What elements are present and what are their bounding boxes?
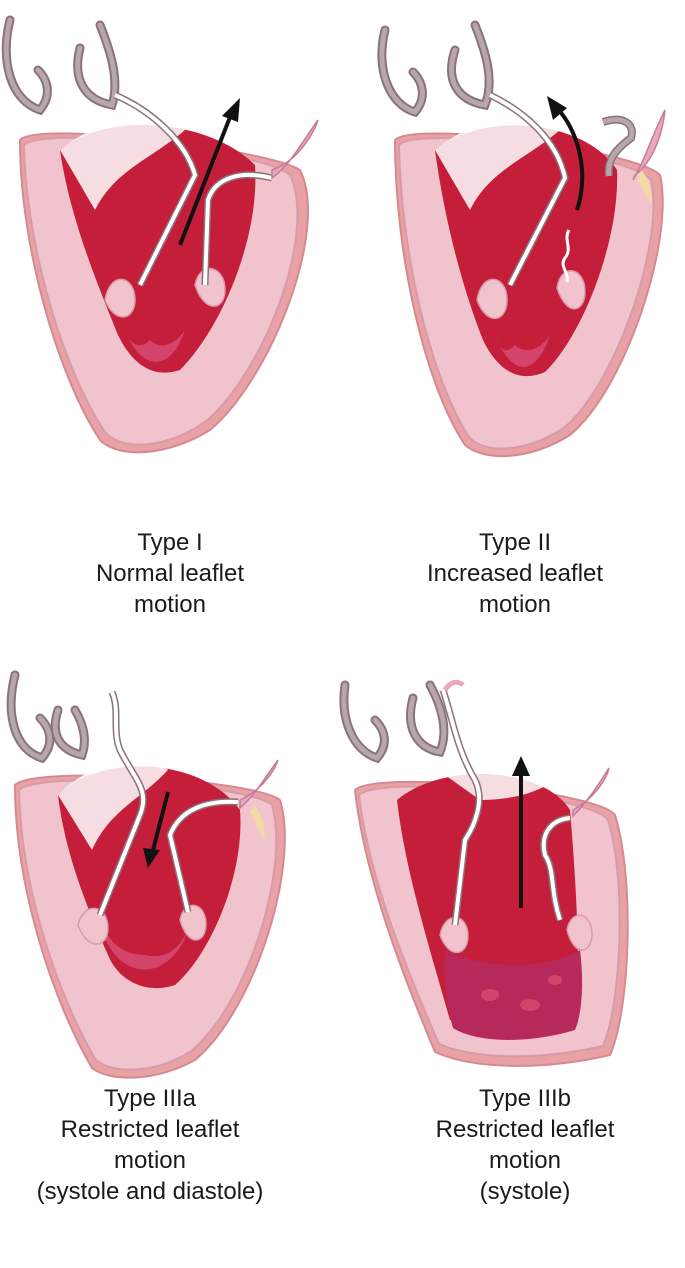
annulus — [271, 119, 319, 180]
caption-line: motion — [133, 591, 207, 618]
panel-type-3a: Type IIIa Restricted leaflet motion (sys… — [0, 650, 340, 1268]
caption-line: motion — [488, 1147, 562, 1174]
caption-line: Normal leaflet — [95, 560, 245, 587]
arrow-icon — [178, 111, 234, 246]
arrowhead-icon — [143, 848, 160, 868]
caption-line: (systole) — [479, 1178, 571, 1205]
annulus-fat — [637, 170, 652, 205]
caption-line: Increased leaflet — [426, 560, 604, 587]
panel-type-3b: Type IIIb Restricted leaflet motion (sys… — [339, 650, 685, 1268]
vessel-branch — [73, 20, 120, 111]
caption-line: motion — [113, 1147, 187, 1174]
curved-arrow-icon — [555, 106, 585, 211]
heart-illustration-type-3b — [339, 679, 629, 1067]
papillary-muscle — [476, 278, 508, 320]
caption-type-3a: Type IIIa Restricted leaflet motion (sys… — [0, 1083, 300, 1207]
vessel-tip — [442, 679, 465, 692]
vessel-branch — [406, 680, 449, 758]
annulus — [572, 767, 610, 818]
caption-line: Type II — [478, 529, 552, 556]
annulus — [239, 759, 279, 810]
caption-line: Type I — [137, 529, 203, 556]
papillary-muscle — [104, 278, 136, 318]
heart-illustration-type-1 — [1, 15, 319, 454]
papillary-muscle — [566, 914, 593, 951]
annulus — [632, 109, 666, 181]
dilated-trabeculae — [444, 950, 583, 1040]
annulus-fat — [250, 805, 265, 840]
arrowhead-icon — [512, 756, 530, 776]
arrowhead-icon — [222, 98, 240, 122]
arrow-icon — [150, 791, 170, 855]
papillary-muscle — [77, 907, 109, 945]
caption-line: Restricted leaflet — [435, 1116, 615, 1143]
trabeculae — [100, 920, 190, 970]
caption-type-3b: Type IIIb Restricted leaflet motion (sys… — [375, 1083, 675, 1207]
heart-illustration-type-3a — [6, 670, 286, 1079]
caption-line: Restricted leaflet — [60, 1116, 240, 1143]
caption-line: (systole and diastole) — [36, 1178, 264, 1205]
panel-type-2: Type II Increased leaflet motion — [345, 0, 685, 640]
caption-line: Type IIIb — [478, 1085, 572, 1112]
vessel-branch — [1, 15, 52, 116]
trabeculae — [125, 330, 185, 362]
caption-type-2: Type II Increased leaflet motion — [355, 527, 675, 620]
papillary-muscle — [439, 916, 469, 954]
vessel-branch — [377, 25, 427, 118]
trabeculae — [495, 335, 550, 367]
panel-type-1: Type I Normal leaflet motion — [0, 0, 340, 640]
heart-illustration-type-2 — [377, 20, 666, 458]
caption-line: Type IIIa — [103, 1085, 197, 1112]
caption-line: motion — [478, 591, 552, 618]
caption-type-1: Type I Normal leaflet motion — [20, 527, 320, 620]
arrowhead-icon — [547, 96, 567, 120]
vessel-branch — [6, 670, 55, 764]
ruptured-chord — [561, 229, 571, 283]
